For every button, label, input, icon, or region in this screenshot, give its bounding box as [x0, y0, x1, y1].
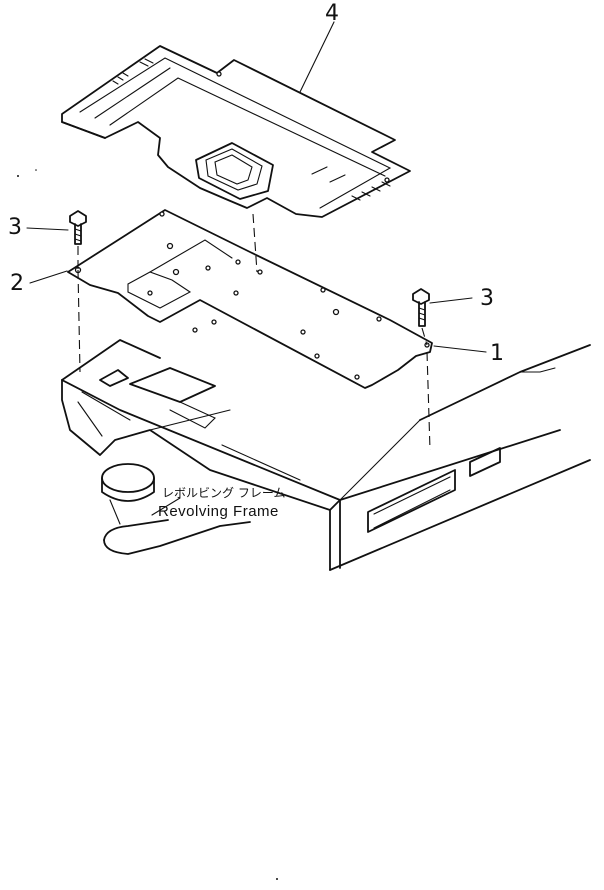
callout-2: 2: [10, 271, 24, 296]
callout-3-right: 3: [480, 286, 494, 311]
callout-4: 4: [325, 1, 339, 26]
revolving-frame: [61, 339, 591, 571]
callout-1: 1: [490, 341, 504, 366]
frame-label-japanese: レボルビング フレーム: [162, 486, 285, 500]
floor-mat-part-4: [61, 45, 411, 218]
callout-3-left: 3: [8, 215, 22, 240]
bolt-right-part-3: [412, 288, 430, 327]
floor-plate-part-1: [67, 209, 433, 389]
frame-label-english: Revolving Frame: [158, 503, 279, 520]
bolt-left-part-3: [69, 210, 87, 245]
leader-lines: [26, 21, 487, 516]
scan-specks: [17, 169, 278, 880]
assembly-lines: [77, 213, 431, 451]
